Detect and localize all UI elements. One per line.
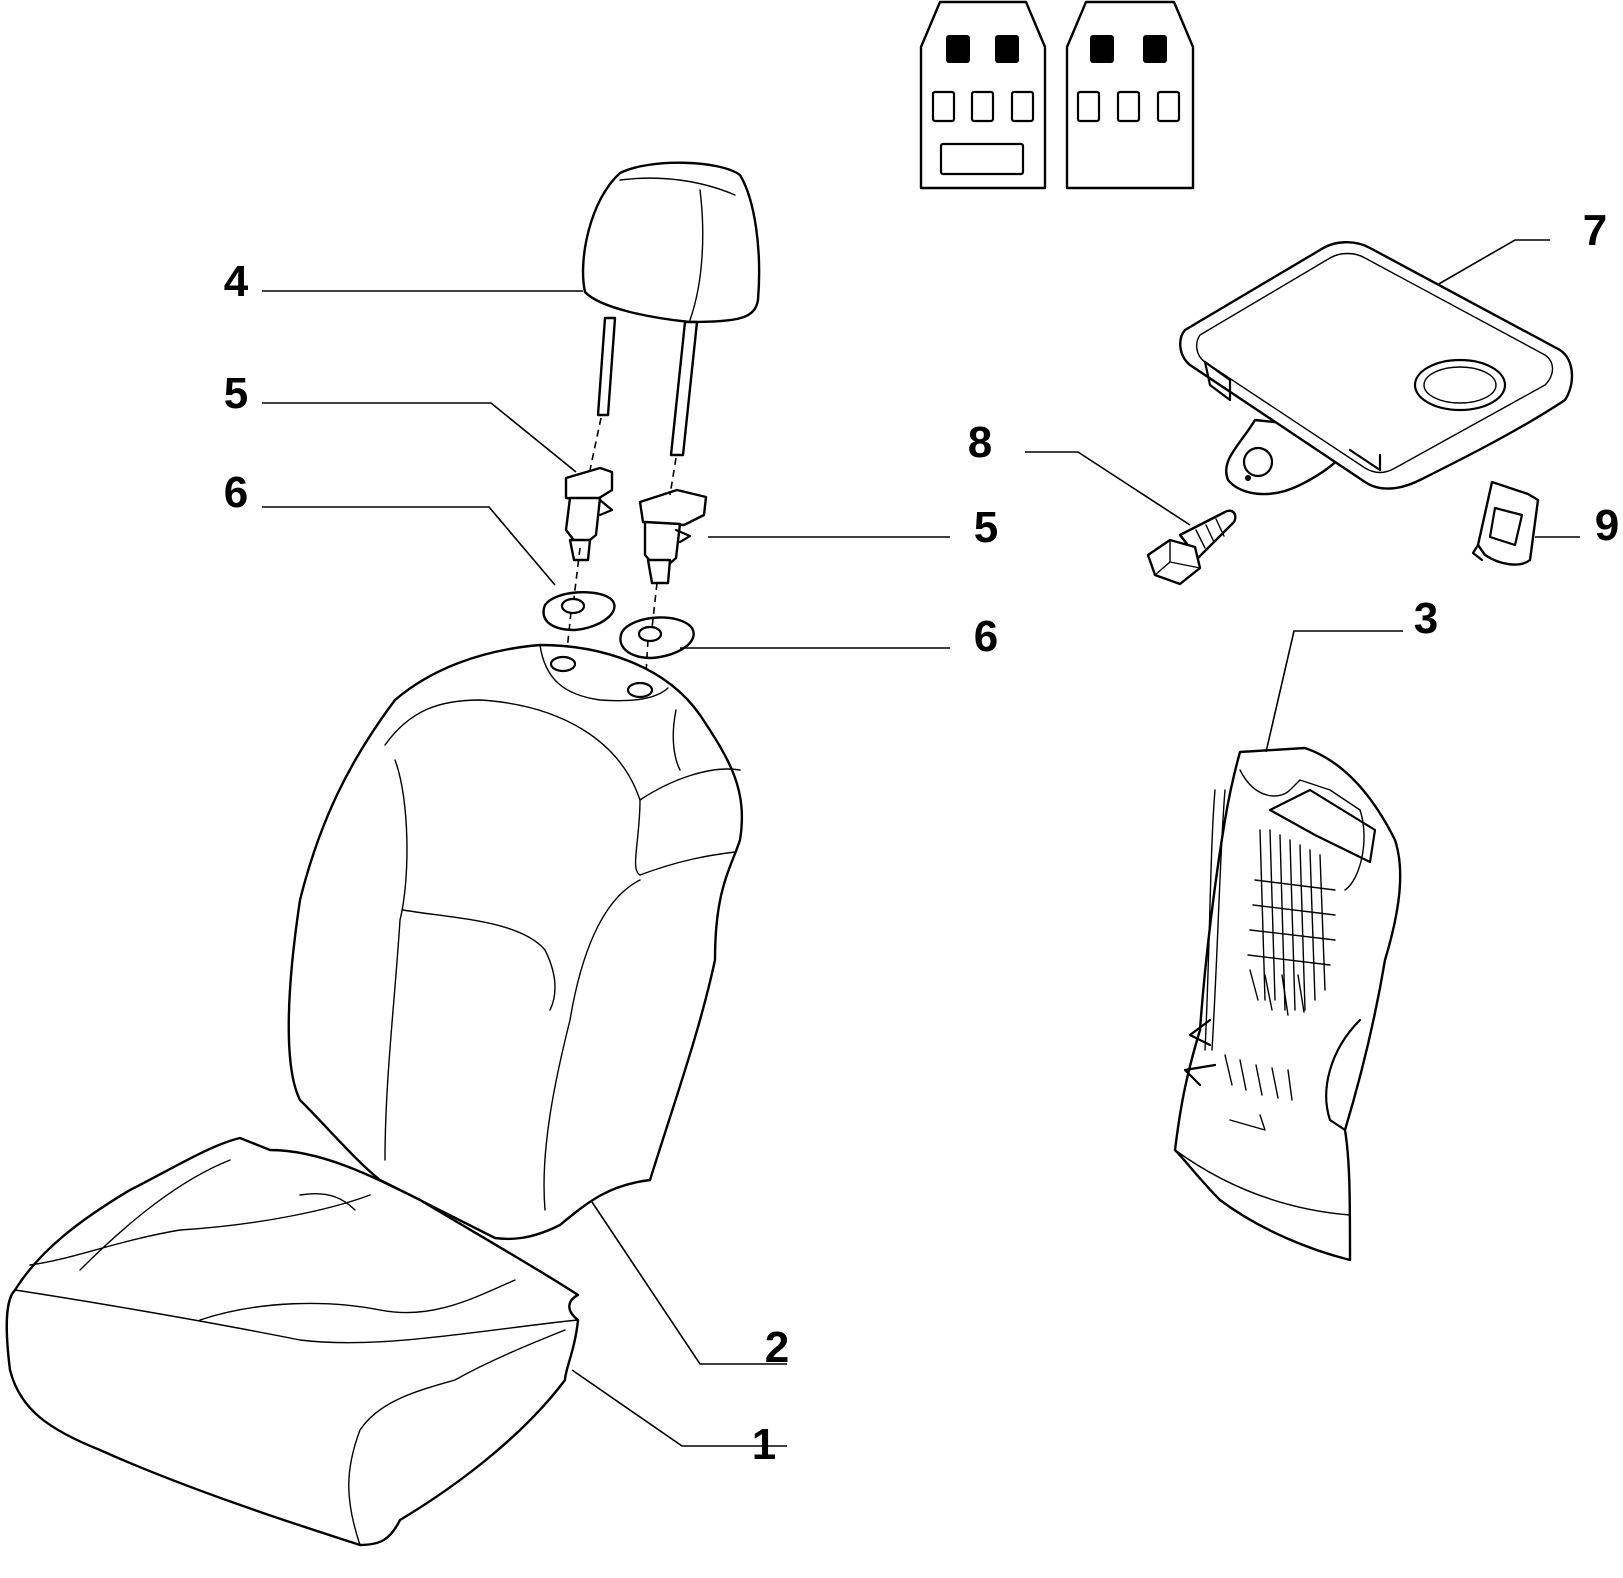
callout-2: 2 xyxy=(765,1323,789,1372)
headrest-guide-right xyxy=(638,488,708,585)
callout-labels: 1 2 3 4 5 5 6 6 7 8 9 xyxy=(224,206,1619,1469)
grommet-left xyxy=(542,591,616,632)
callout-1: 1 xyxy=(752,1420,776,1469)
backrest-cover xyxy=(287,643,744,1241)
callout-5-right: 5 xyxy=(974,503,998,552)
callout-4: 4 xyxy=(224,257,249,306)
backrest-back-panel xyxy=(1173,746,1402,1262)
callout-7: 7 xyxy=(1583,206,1607,255)
seat-variant-icon-left xyxy=(919,0,1047,190)
callout-5-left: 5 xyxy=(224,369,248,418)
callout-3: 3 xyxy=(1414,594,1438,643)
clip xyxy=(1471,480,1540,566)
callout-9: 9 xyxy=(1595,501,1619,550)
callout-6-left: 6 xyxy=(224,468,248,517)
leader-lines xyxy=(262,239,1580,1447)
bolt xyxy=(1146,509,1237,586)
callout-8: 8 xyxy=(968,418,992,467)
headrest-guide-left xyxy=(564,466,614,562)
grommet-right xyxy=(619,616,695,660)
seat-variant-icon-right xyxy=(1065,0,1195,190)
seat-cushion xyxy=(5,1136,580,1547)
headrest xyxy=(581,161,761,457)
tray xyxy=(1179,241,1574,496)
callout-6-right: 6 xyxy=(974,612,998,661)
